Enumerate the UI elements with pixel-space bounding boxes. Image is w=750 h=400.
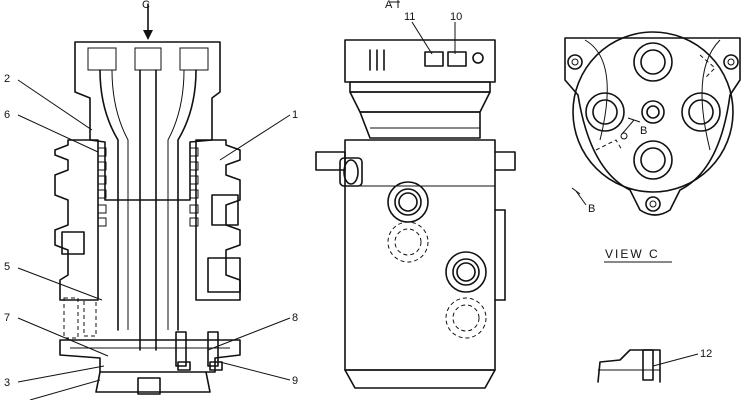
callout-1: 1 xyxy=(292,109,298,121)
section-view: C xyxy=(17,0,291,400)
callout-7: 7 xyxy=(4,312,10,324)
section-mark-a: A xyxy=(385,0,393,11)
side-view xyxy=(315,0,516,389)
section-arrow-c-label: C xyxy=(142,0,150,11)
detail-view xyxy=(597,349,699,383)
callout-2: 2 xyxy=(4,73,10,85)
callout-5: 5 xyxy=(4,261,10,273)
view-c-label: VIEW C xyxy=(605,247,660,261)
callout-6: 6 xyxy=(4,109,10,121)
section-mark-b-lower: B xyxy=(588,203,595,215)
callout-12: 12 xyxy=(700,348,712,360)
callout-9: 9 xyxy=(292,375,298,387)
callout-10: 10 xyxy=(450,11,462,23)
section-mark-b-upper: B xyxy=(640,125,647,137)
view-c xyxy=(564,31,741,263)
callout-8: 8 xyxy=(292,312,298,324)
callout-11: 11 xyxy=(404,11,415,23)
callout-3: 3 xyxy=(4,377,10,389)
